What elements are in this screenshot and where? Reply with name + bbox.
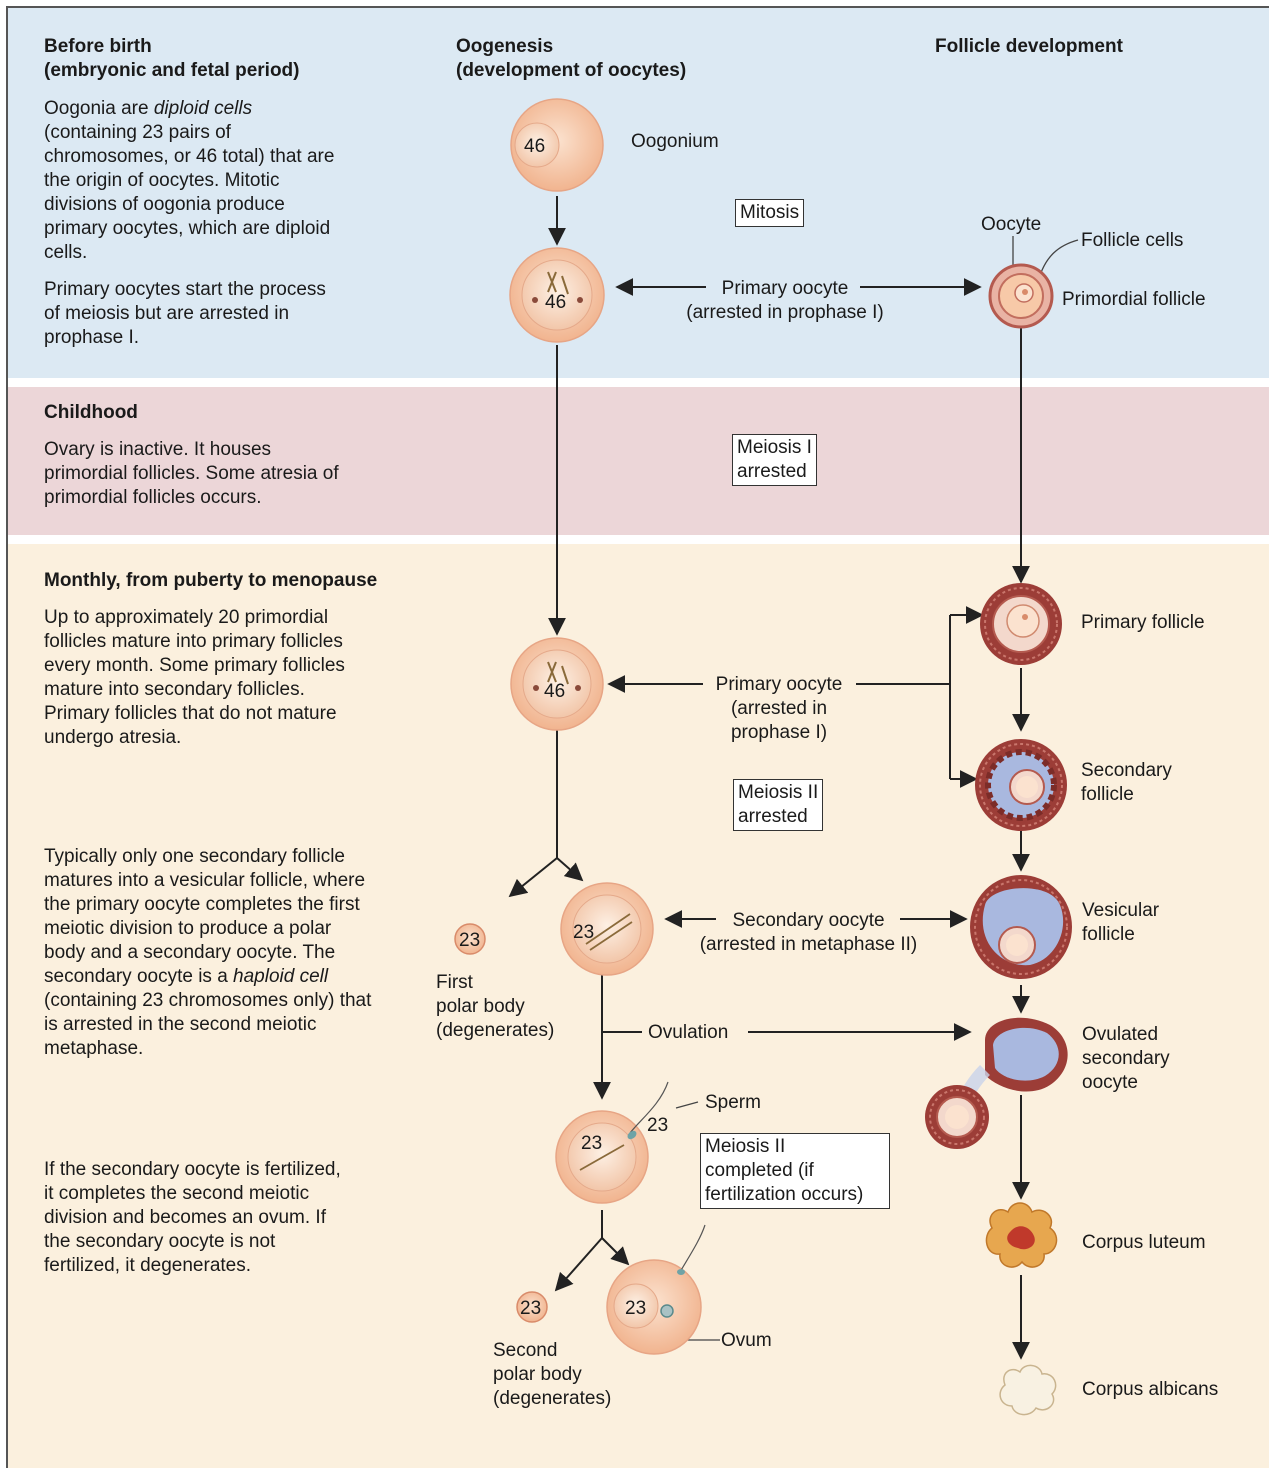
label-primary-follicle: Primary follicle <box>1081 612 1205 633</box>
count-oogonium: 46 <box>524 136 545 157</box>
monthly-text-2: Typically only one secondary follicle ma… <box>44 846 372 1059</box>
label-secondary-oocyte: Secondary oocyte (arrested in metaphase … <box>699 910 918 955</box>
label-follicle-cells: Follicle cells <box>1081 230 1184 251</box>
ovulated-follicle <box>925 1017 1068 1149</box>
count-second-polar-body: 23 <box>520 1298 541 1319</box>
arrow-to-second-polar-body <box>554 1237 603 1292</box>
before-birth-text-1: Oogonia are diploid cells (containing 23… <box>44 98 335 263</box>
monthly-text-1: Up to approximately 20 primordial follic… <box>44 607 345 748</box>
oogonium-cell <box>510 98 604 192</box>
count-sperm: 23 <box>647 1115 668 1136</box>
label-second-polar-body: Second polar body (degenerates) <box>493 1340 612 1409</box>
primary-follicle <box>980 583 1062 665</box>
corpus-albicans <box>999 1364 1057 1416</box>
follicle-development-heading: Follicle development <box>935 36 1123 57</box>
arrow-to-first-polar-body <box>508 857 558 898</box>
before-birth-text-2: Primary oocytes start the process of mei… <box>44 279 326 348</box>
label-ovulation: Ovulation <box>648 1022 729 1043</box>
label-corpus-luteum: Corpus luteum <box>1082 1232 1206 1253</box>
label-primordial-follicle: Primordial follicle <box>1062 289 1206 310</box>
count-primary-oocyte-2: 46 <box>544 681 565 702</box>
count-secondary-oocyte: 23 <box>573 922 594 943</box>
label-corpus-albicans: Corpus albicans <box>1082 1379 1219 1400</box>
before-birth-heading: Before birth (embryonic and fetal period… <box>44 36 300 81</box>
ovum-cell <box>606 1224 706 1355</box>
label-mitosis: Mitosis <box>735 199 805 227</box>
label-primary-oocyte-2: Primary oocyte (arrested in prophase I) <box>715 674 843 743</box>
label-ovum: Ovum <box>721 1330 772 1351</box>
count-ovum: 23 <box>625 1298 646 1319</box>
primary-oocyte-cell-1 <box>509 247 605 343</box>
label-first-polar-body: First polar body (degenerates) <box>436 972 555 1041</box>
label-secondary-follicle: Secondary follicle <box>1081 760 1172 805</box>
childhood-heading: Childhood <box>44 402 138 423</box>
before-birth-band <box>8 8 1269 378</box>
leader-sperm <box>675 1101 699 1109</box>
secondary-follicle <box>975 739 1067 831</box>
arrow-to-ovum <box>601 1237 630 1266</box>
label-meiosis2-completed: Meiosis II completed (if fertilization o… <box>700 1133 890 1209</box>
primary-oocyte-cell-2 <box>510 637 604 731</box>
monthly-heading: Monthly, from puberty to menopause <box>44 570 378 591</box>
label-meiosis1-arrested: Meiosis I arrested <box>732 434 817 486</box>
first-polar-body-cell <box>454 923 486 955</box>
count-fertilized-oocyte: 23 <box>581 1133 602 1154</box>
corpus-luteum <box>985 1202 1058 1268</box>
count-primary-oocyte-1: 46 <box>545 292 566 313</box>
label-ovulated-secondary-oocyte: Ovulated secondary oocyte <box>1082 1024 1170 1093</box>
oogenesis-heading: Oogenesis (development of oocytes) <box>456 36 687 81</box>
label-sperm: Sperm <box>705 1092 761 1113</box>
monthly-text-3: If the secondary oocyte is fertilized, i… <box>44 1159 341 1276</box>
primordial-follicle <box>988 263 1054 329</box>
label-primary-oocyte-1: Primary oocyte (arrested in prophase I) <box>686 278 884 323</box>
label-oogonium: Oogonium <box>631 131 719 152</box>
arrow-to-secondary-oocyte <box>556 857 584 882</box>
count-first-polar-body: 23 <box>459 930 480 951</box>
label-vesicular-follicle: Vesicular follicle <box>1082 900 1160 945</box>
label-oocyte: Oocyte <box>981 214 1042 235</box>
second-polar-body-cell <box>516 1291 548 1323</box>
childhood-text: Ovary is inactive. It houses primordial … <box>44 439 339 508</box>
secondary-oocyte-cell <box>560 882 654 976</box>
childhood-band <box>8 387 1269 535</box>
fertilized-oocyte-cell <box>555 1081 669 1204</box>
vesicular-follicle <box>970 875 1072 979</box>
label-meiosis2-arrested: Meiosis II arrested <box>733 779 824 831</box>
